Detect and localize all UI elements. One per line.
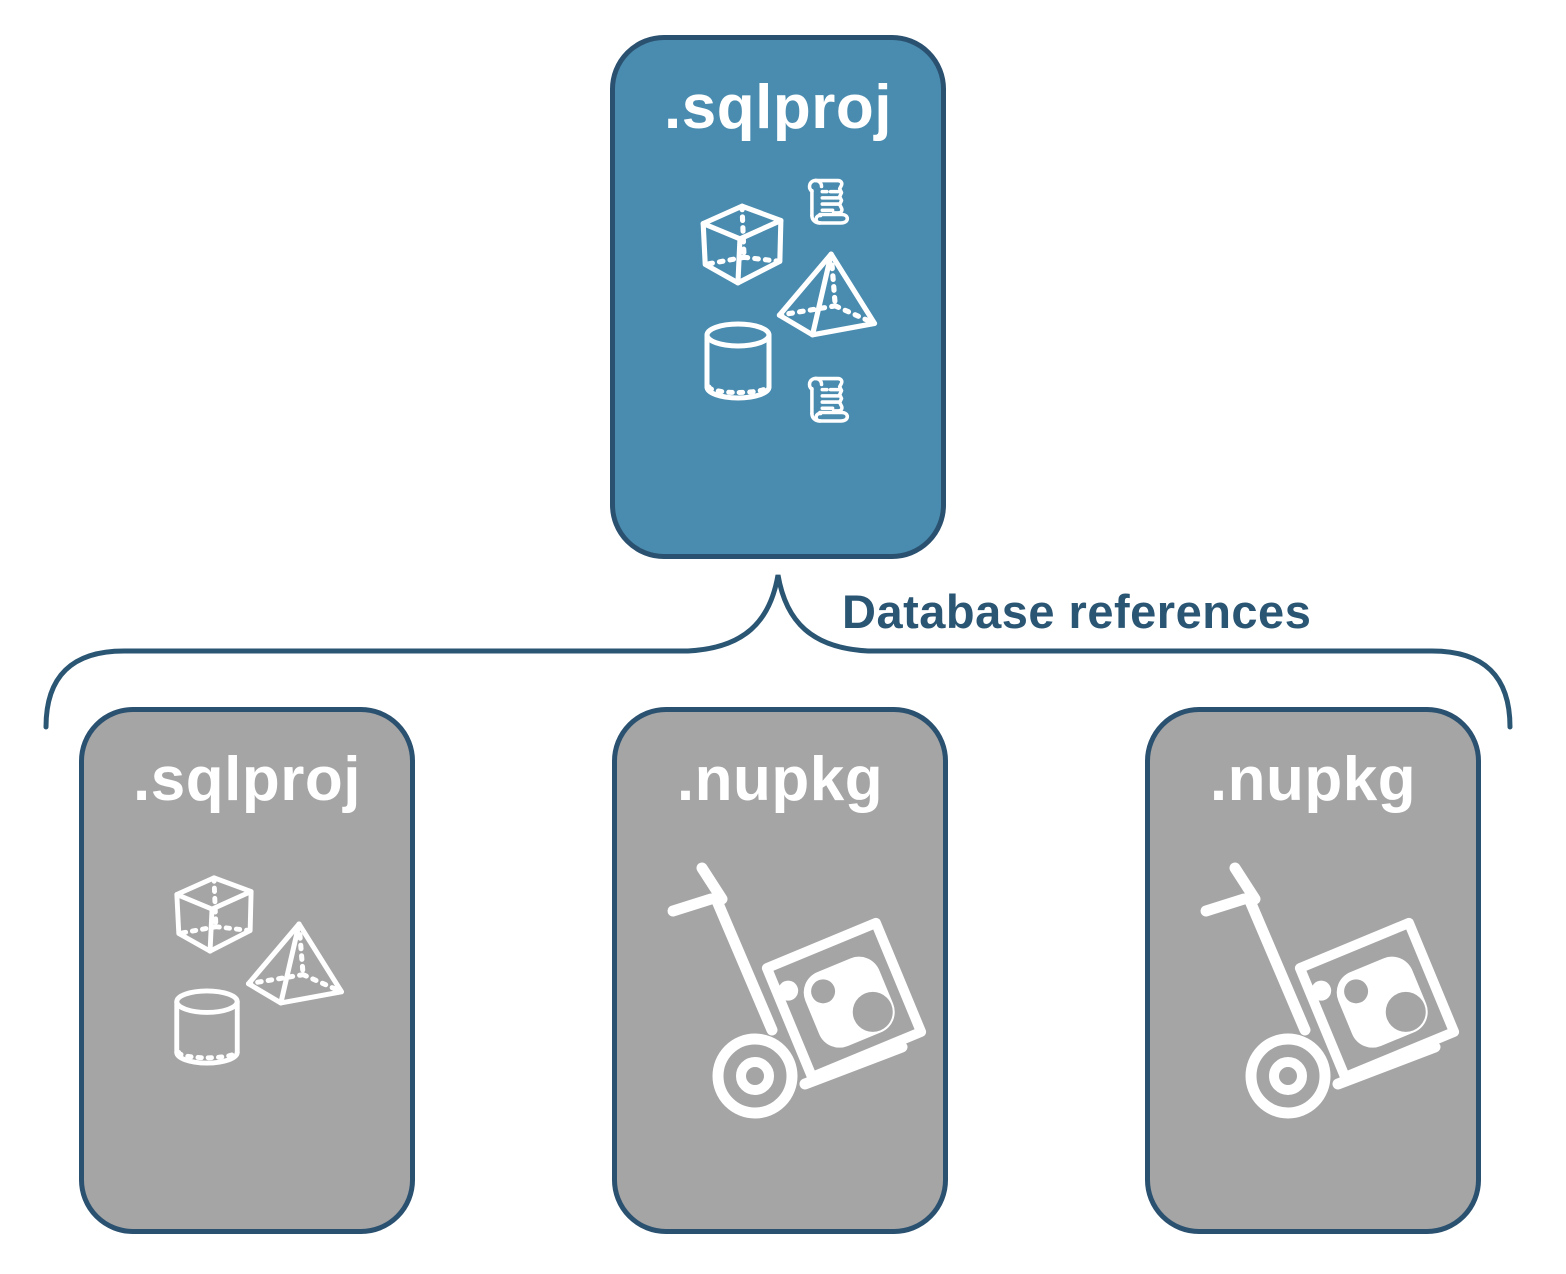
child-node-nupkg: .nupkg: [612, 707, 948, 1234]
hand-truck-package-icon: [665, 858, 947, 1140]
child-node-nupkg: .nupkg: [1145, 707, 1481, 1234]
script-scroll-icon: [800, 173, 858, 231]
child-node-label: .nupkg: [1209, 745, 1417, 814]
child-node-sqlproj: .sqlproj: [79, 707, 415, 1234]
cylinder-icon: [172, 988, 242, 1068]
root-node-label: .sqlproj: [664, 73, 892, 142]
child-node-label: .sqlproj: [133, 745, 361, 814]
hand-truck-package-icon: [1198, 858, 1480, 1140]
pyramid-icon: [244, 919, 346, 1008]
cylinder-icon: [703, 321, 773, 403]
cube-icon: [695, 199, 787, 289]
root-node-sqlproj: .sqlproj: [610, 35, 946, 559]
database-references-caption: Database references: [842, 585, 1312, 638]
pyramid-icon: [775, 249, 879, 340]
child-node-label: .nupkg: [676, 745, 884, 814]
script-scroll-icon: [800, 371, 858, 429]
